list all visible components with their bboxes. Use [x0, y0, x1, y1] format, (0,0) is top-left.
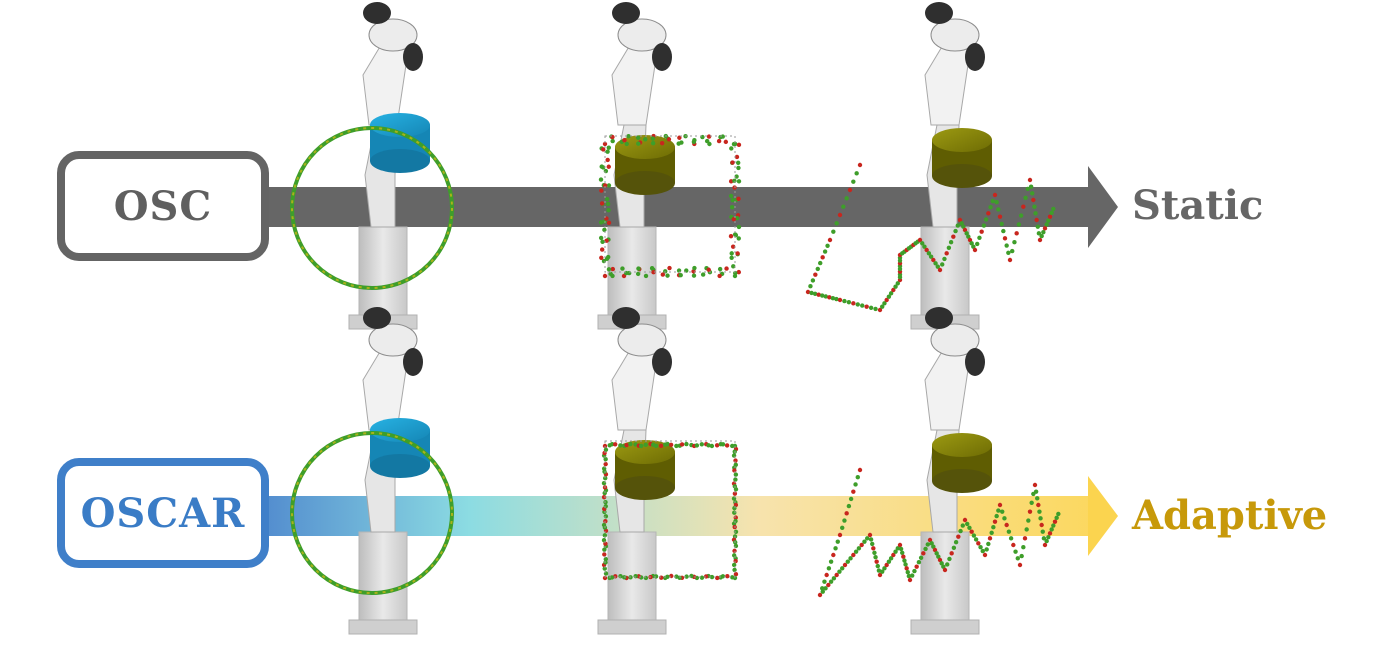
end-effector [932, 433, 992, 493]
osc-handwriting-trajectory [805, 162, 1056, 313]
shoulder-joint [368, 323, 418, 357]
shoulder-joint [368, 18, 418, 52]
pedestal [358, 226, 408, 320]
oscar-label: OSCAR [80, 489, 246, 537]
top-joint [612, 2, 640, 24]
oscar-label-box: OSCAR [57, 458, 269, 568]
elbow-joint [965, 43, 985, 71]
osc-robot-3 [910, 2, 992, 330]
elbow-joint [965, 348, 985, 376]
elbow-joint [652, 348, 672, 376]
pedestal [358, 531, 408, 625]
oscar-robot-1 [348, 307, 430, 635]
static-label: Static [1132, 182, 1264, 229]
osc-robot-1 [348, 2, 430, 330]
top-joint [363, 2, 391, 24]
pedestal [920, 226, 970, 320]
osc-label: OSC [113, 182, 213, 230]
pedestal [607, 226, 657, 320]
oscar-robot-2 [597, 307, 675, 635]
pedestal-foot [910, 619, 980, 635]
pedestal-foot [597, 619, 667, 635]
trajectories [290, 126, 1061, 598]
end-effector [615, 135, 675, 195]
top-joint [925, 307, 953, 329]
osc-label-box: OSC [57, 151, 269, 261]
shoulder-joint [617, 323, 667, 357]
top-joint [363, 307, 391, 329]
top-joint [612, 307, 640, 329]
oscar-handwriting-trajectory [817, 467, 1061, 598]
adaptive-label: Adaptive [1132, 492, 1328, 539]
shoulder-joint [930, 18, 980, 52]
end-effector [615, 440, 675, 500]
elbow-joint [652, 43, 672, 71]
shoulder-joint [617, 18, 667, 52]
elbow-joint [403, 43, 423, 71]
robot-arms [348, 2, 992, 635]
shoulder-joint [930, 323, 980, 357]
pedestal-foot [348, 619, 418, 635]
elbow-joint [403, 348, 423, 376]
top-joint [925, 2, 953, 24]
end-effector [932, 128, 992, 188]
oscar-robot-3 [910, 307, 992, 635]
